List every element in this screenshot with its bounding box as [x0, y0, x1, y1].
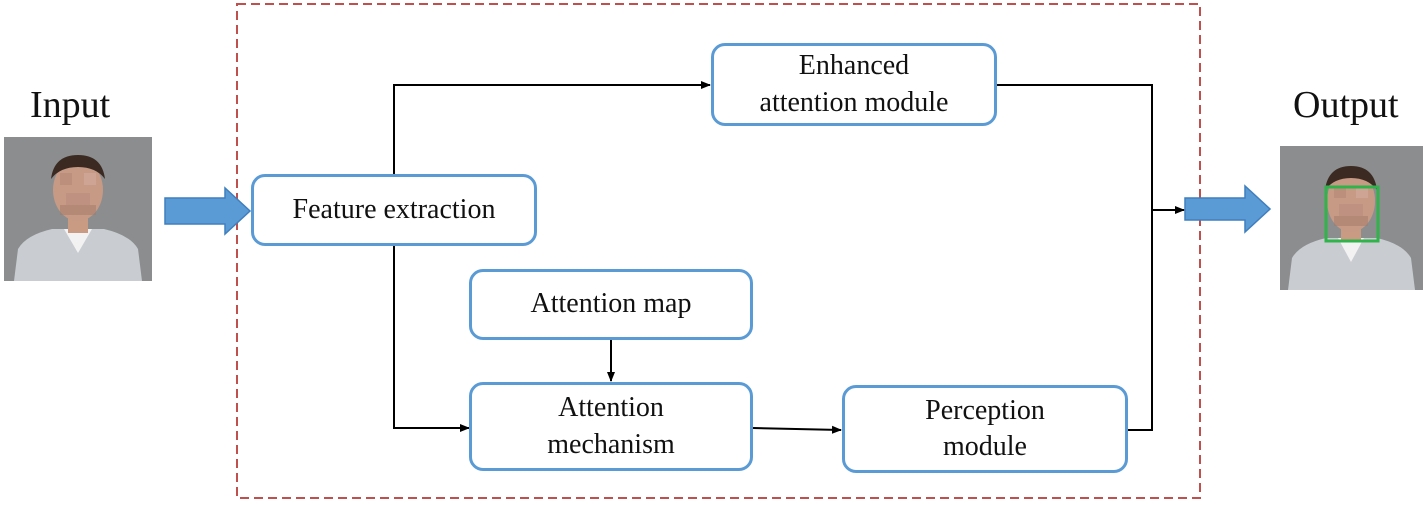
connector-enhanced-to-merge [997, 84, 1153, 210]
connector-mechanism-to-perception [752, 425, 842, 434]
output-label: Output [1293, 84, 1399, 126]
connector-feature-to-enhanced [393, 81, 711, 176]
feature-extraction-label: Feature extraction [292, 193, 496, 225]
enhanced-attention-box: Enhanced attention module [711, 43, 997, 126]
dashed-frame [236, 3, 1201, 499]
attention-map-box: Attention map [469, 269, 753, 340]
input-photo [4, 137, 152, 281]
feature-extraction-box: Feature extraction [251, 174, 537, 246]
enhanced-attention-label: Enhanced attention module [759, 50, 949, 118]
input-arrow [164, 186, 252, 236]
perception-module-box: Perception module [842, 385, 1128, 473]
output-arrow [1184, 184, 1272, 234]
attention-mechanism-box: Attention mechanism [469, 382, 753, 471]
input-label: Input [30, 84, 111, 126]
face-detection-box [1324, 185, 1380, 243]
connector-perception-to-merge [1128, 210, 1153, 431]
output-photo [1280, 146, 1423, 290]
perception-module-label: Perception module [925, 394, 1045, 462]
attention-map-label: Attention map [530, 288, 692, 320]
connector-feature-to-mechanism [393, 246, 470, 432]
attention-mechanism-label: Attention mechanism [547, 392, 675, 460]
